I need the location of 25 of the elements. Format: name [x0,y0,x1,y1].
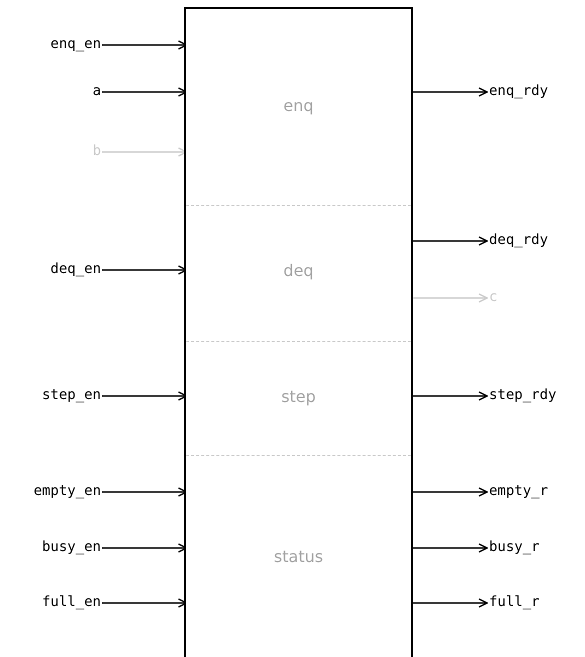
section-label: step [280,386,317,406]
signal-label: busy_r [489,538,540,556]
module-block [184,7,413,657]
signal-label: a [92,82,101,100]
signal-label: step_en [42,386,101,404]
signal-arrow [410,293,488,303]
signal-label: busy_en [42,538,101,556]
signal-arrow [410,87,488,97]
signal-label: full_en [42,593,101,611]
signal-arrow [410,236,488,246]
signal-arrow [410,391,488,401]
signal-arrow [410,487,488,497]
signal-label: deq_rdy [489,231,548,249]
signal-label: empty_en [34,482,101,500]
section-label: status [272,546,324,566]
signal-label: enq_rdy [489,82,548,100]
signal-arrow [410,543,488,553]
section-label: enq [282,96,315,116]
signal-label: enq_en [50,35,101,53]
signal-label: empty_r [489,482,548,500]
section-label: deq [282,260,315,280]
signal-label: deq_en [50,260,101,278]
signal-arrow [410,598,488,608]
signal-label: step_rdy [489,386,556,404]
signal-label: full_r [489,593,540,611]
